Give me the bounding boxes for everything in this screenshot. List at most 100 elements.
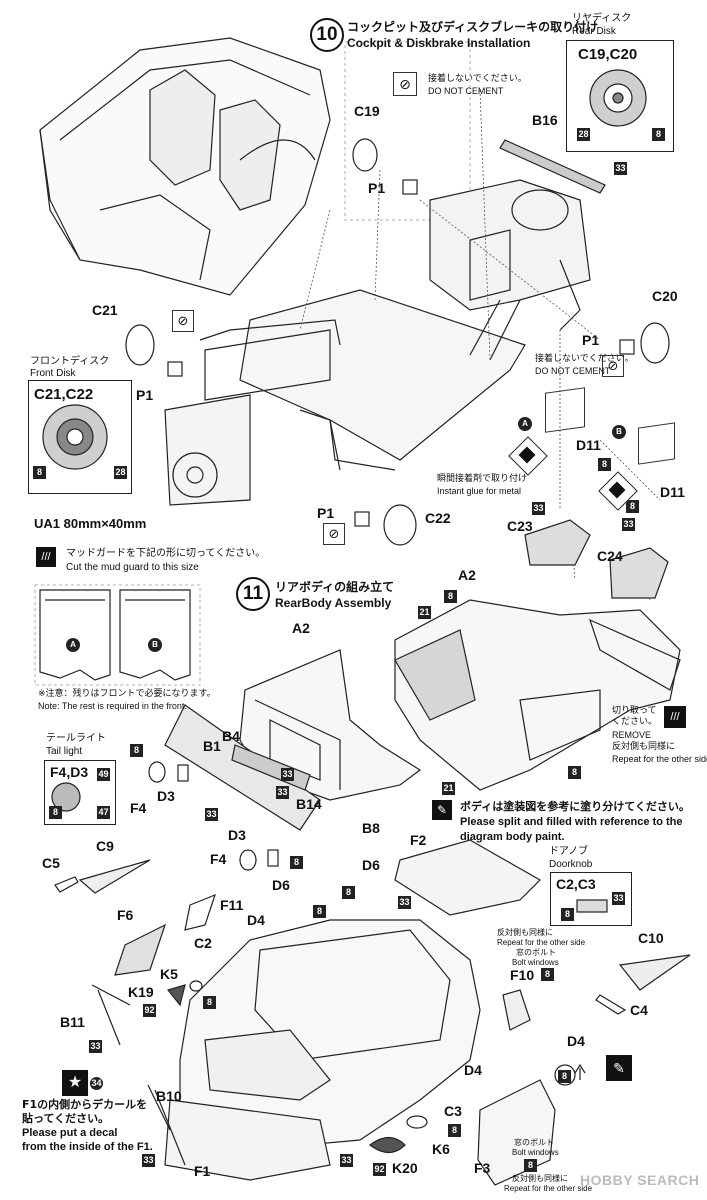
do-not-cement-jp-1: 接着しないでください。 xyxy=(428,74,527,84)
doorknob-parts: C2,C3 xyxy=(556,876,596,892)
part-k19: K19 xyxy=(128,984,154,1000)
part-c2: C2 xyxy=(194,935,212,951)
color-8-k5: 8 xyxy=(203,996,216,1009)
part-d6-right: D6 xyxy=(362,857,380,873)
front-disk-title-jp: フロントディスク xyxy=(30,356,110,367)
part-c4: C4 xyxy=(630,1002,648,1018)
part-b10: B10 xyxy=(156,1088,182,1104)
color-33-b1: 33 xyxy=(276,786,289,799)
front-disk-color-8: 8 xyxy=(33,466,46,479)
ua1-instr-en: Cut the mud guard to this size xyxy=(66,562,199,573)
instant-glue-jp: 瞬間接着剤で取り付け xyxy=(437,474,528,484)
rear-disk-color-8: 8 xyxy=(652,128,665,141)
part-c10: C10 xyxy=(638,930,664,946)
color-8-d3-top: 8 xyxy=(130,744,143,757)
part-p1-rear-right: P1 xyxy=(582,332,600,348)
part-d11-right: D11 xyxy=(660,484,685,500)
color-33-b10: 33 xyxy=(142,1154,155,1167)
color-21-tub-bottom: 21 xyxy=(442,782,455,795)
part-c23: C23 xyxy=(507,518,533,534)
rear-disk-title-en: Rear Disk xyxy=(572,26,616,37)
part-f2: F2 xyxy=(410,832,427,848)
color-8-tub-bottom: 8 xyxy=(568,766,581,779)
ua1-note-en: Note: The rest is required in the front. xyxy=(38,701,187,711)
part-c21: C21 xyxy=(92,302,118,318)
doorknob-title-jp: ドアノブ xyxy=(549,846,589,857)
step-11-title-jp: リアボディの組み立て xyxy=(275,580,395,594)
decal-sheet-b xyxy=(638,422,675,465)
tail-light-color-8: 8 xyxy=(49,806,62,819)
part-c3: C3 xyxy=(444,1103,462,1119)
part-f6: F6 xyxy=(117,907,134,923)
front-disk-color-28: 28 xyxy=(114,466,127,479)
decal-note-en-2: from the inside of the F1. xyxy=(22,1141,153,1153)
color-33-f1: 33 xyxy=(340,1154,353,1167)
part-b4: B4 xyxy=(222,728,240,744)
part-c22: C22 xyxy=(425,510,451,526)
marker-a-left: A xyxy=(518,417,532,431)
part-a2-tub: A2 xyxy=(458,567,476,583)
part-c9: C9 xyxy=(96,838,114,854)
color-8-d11-right-a: 8 xyxy=(626,500,639,513)
tail-light-parts: F4,D3 xyxy=(50,764,89,780)
part-b1: B1 xyxy=(203,738,221,754)
color-34: 34 xyxy=(90,1077,103,1090)
decal-sheet-a xyxy=(545,387,585,433)
part-d4-top: D4 xyxy=(247,912,265,928)
step-10-title-en: Cockpit & Diskbrake Installation xyxy=(347,36,531,50)
paint-icon: ✎ xyxy=(432,800,452,820)
part-f11: F11 xyxy=(220,897,244,913)
repeat-other-jp-2: 反対側も同様に xyxy=(512,1174,568,1183)
paint-icon-2: ✎ xyxy=(606,1055,632,1081)
part-f3: F3 xyxy=(474,1160,491,1176)
cut-icon-2: /// xyxy=(664,706,686,728)
step-11-title-en: RearBody Assembly xyxy=(275,596,392,610)
color-92-k20: 92 xyxy=(373,1163,386,1176)
tail-light-title-en: Tail light xyxy=(46,746,83,757)
part-p1-rear-left: P1 xyxy=(368,180,386,196)
color-33-b14: 33 xyxy=(205,808,218,821)
part-d4-right: D4 xyxy=(464,1062,482,1078)
part-b11: B11 xyxy=(60,1014,85,1030)
bolt-windows-jp-1: 窓のボルト xyxy=(516,948,556,957)
decal-note-jp-1: F1の内側からデカールを xyxy=(22,1098,148,1111)
tail-light-box xyxy=(44,760,116,825)
part-c19: C19 xyxy=(354,103,380,119)
part-d3-top: D3 xyxy=(157,788,175,804)
no-glue-icon: ⊘ xyxy=(393,72,417,96)
color-8-d11-left: 8 xyxy=(598,458,611,471)
part-c20: C20 xyxy=(652,288,678,304)
instant-glue-en: Instant glue for metal xyxy=(437,486,522,496)
ua1-title: UA1 80mm×40mm xyxy=(34,516,147,531)
remove-jp: 切り取ってください。 xyxy=(612,706,658,727)
part-c24: C24 xyxy=(597,548,623,564)
color-8-d6-right: 8 xyxy=(342,886,355,899)
decal-note-jp-2: 貼ってください。 xyxy=(22,1112,110,1125)
no-glue-icon-2: ⊘ xyxy=(602,355,624,377)
ua1-note-jp: ※注意：残りはフロントで必要になります。 xyxy=(38,689,216,699)
color-33-roof: 33 xyxy=(398,896,411,909)
doorknob-color-33: 33 xyxy=(612,892,625,905)
step-10-title-jp: コックピット及びディスクブレーキの取り付け xyxy=(347,20,599,34)
step-10-number: 10 xyxy=(310,18,344,52)
color-8-c3: 8 xyxy=(448,1124,461,1137)
remove-en: REMOVE xyxy=(612,730,652,740)
remove-repeat-jp: 反対側も同様に xyxy=(612,742,676,752)
body-paint-jp: ボディは塗装図を参考に塗り分けてください。 xyxy=(460,800,690,813)
do-not-cement-jp-2: 接着しないでください。 xyxy=(535,354,634,364)
body-paint-en-2: diagram body paint. xyxy=(460,831,565,843)
rear-disk-box xyxy=(566,40,674,152)
ua1-instr-jp: マッドガードを下記の形に切ってください。 xyxy=(66,548,266,559)
part-p1-front-left: P1 xyxy=(136,387,154,403)
remove-repeat-en: Repeat for the other side xyxy=(612,754,707,764)
color-8-a2-tub: 8 xyxy=(444,590,457,603)
part-p1-front-right: P1 xyxy=(317,505,335,521)
rear-disk-color-28: 28 xyxy=(577,128,590,141)
tail-light-color-47: 47 xyxy=(97,806,110,819)
no-glue-icon-3: ⊘ xyxy=(172,310,194,332)
do-not-cement-en-2: DO NOT CEMENT xyxy=(535,366,611,376)
no-glue-icon-4: ⊘ xyxy=(323,523,345,545)
part-a2-cowl: A2 xyxy=(292,620,310,636)
part-f1: F1 xyxy=(194,1163,211,1179)
body-paint-en-1: Please split and filled with reference t… xyxy=(460,816,683,828)
